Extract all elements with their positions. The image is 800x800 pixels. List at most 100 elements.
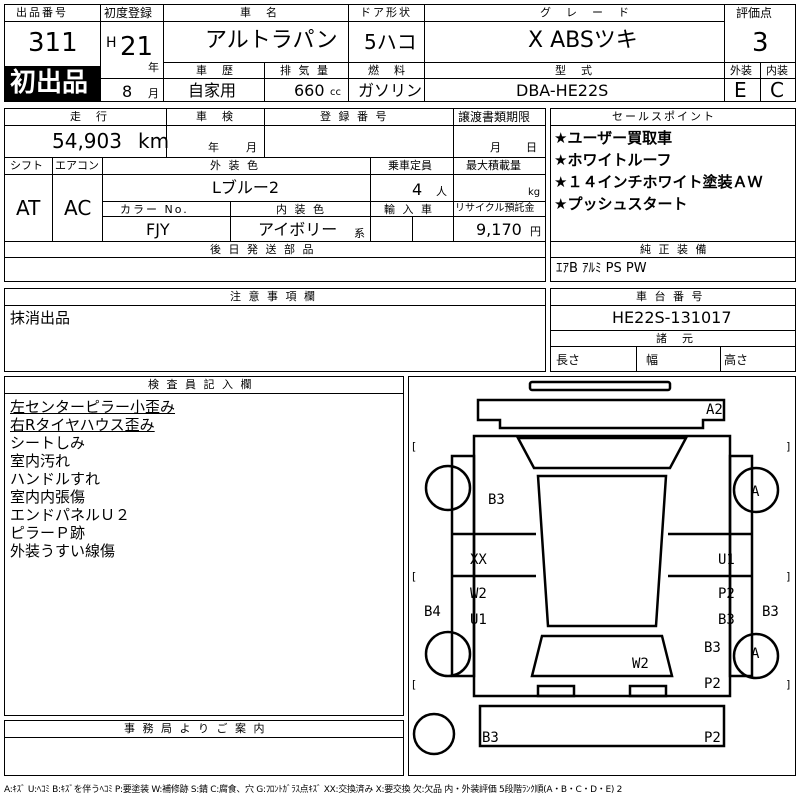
inspector-note: エンドパネルＵ２ [10,506,131,524]
load-label: 最大積載量 [466,159,521,172]
reg-era: H [106,35,117,51]
color-label: 外 装 色 [210,159,260,172]
damage-legend: A:ｷｽﾞ U:ﾍｺﾐ B:ｷｽﾞを伴うﾍｺﾐ P:要塗装 W:補修跡 S:錆 … [4,785,623,795]
load-unit: kg [528,187,541,198]
rear-window [530,634,674,678]
code-rear-left: B3 [482,730,499,746]
int-grade: C [770,78,784,102]
code-right-side: B3 [762,604,779,620]
transfer-label: 譲渡書類期限 [458,110,531,124]
code-right-rear-door-1: P2 [718,586,735,602]
code-rear-right-tire: A [751,646,760,662]
reg-month-unit: 月 [148,87,159,100]
inspector-note: 左センターピラー小歪み [10,398,176,416]
reg-year: 21 [120,32,154,62]
colorno-label: カラー No. [120,203,189,216]
capacity-label: 乗車定員 [388,159,432,172]
code-rear-right-panel-1: B3 [704,640,721,656]
code-rear-right-panel-2: P2 [704,676,721,692]
code-left-side: B4 [424,604,441,620]
lot-number: 311 [28,28,78,58]
chassis-label: 車 台 番 号 [636,290,705,303]
left-bracket-low: [ [412,678,416,691]
score-label: 評価点 [736,6,773,20]
windshield [515,436,689,470]
recycle-unit: 円 [530,225,541,238]
car-outline-diagram: [ ] [ ] [ ] [412,380,790,756]
lot-label: 出品番号 [16,6,68,19]
tire-front-left [424,464,472,512]
model-value: DBA-HE22S [516,81,609,100]
left-side-panel [450,454,476,678]
regno-label: 登 録 番 号 [320,110,389,123]
code-left-rear-door-2: U1 [470,612,487,628]
intcolor-suffix: 系 [354,227,365,240]
mileage-unit: km [138,129,170,153]
sales-item: ★１４インチホワイト塗装ＡＷ [554,173,763,191]
sales-label: セールスポイント [612,110,716,123]
intcolor-value: アイボリー [258,220,338,239]
sales-item: ★ホワイトルーフ [554,151,672,169]
capacity-unit: 人 [436,185,447,198]
inspector-note: 右Rタイヤハウス歪み [10,416,155,434]
code-roof: W2 [632,656,649,672]
ext-grade: E [734,78,747,102]
door-label: ドア形状 [360,6,412,19]
car-name: アルトラパン [205,28,338,53]
tire-rear-left [424,630,472,678]
right-bracket-low: ] [786,678,790,691]
code-front: A2 [706,402,723,418]
inspector-note: ハンドルすれ [10,470,101,488]
inspect-year: 年 [208,141,219,154]
spec-height: 高さ [724,353,749,367]
rear-plate [536,684,576,698]
inspector-note: シートしみ [10,434,86,452]
right-bracket-mid: ] [786,570,790,583]
left-bracket-mid: [ [412,570,416,583]
inspector-note: ピラーＰ跡 [10,524,86,542]
inspector-notes: 左センターピラー小歪み右Rタイヤハウス歪みシートしみ室内汚れハンドルすれ室内内張… [0,398,400,698]
inspector-note: 室内汚れ [10,452,71,470]
model-label: 型 式 [555,64,594,77]
rear-plate-2 [628,684,668,698]
first-listing-text: 初出品 [10,68,89,98]
notes-block [4,288,546,372]
ac-value: AC [64,196,92,220]
details-block [4,108,546,282]
inspector-note: 室内内張傷 [10,488,86,506]
grade-value: X ABSツキ [528,28,638,53]
name-label: 車 名 [240,6,279,19]
inspector-label: 検 査 員 記 入 欄 [148,378,254,391]
mileage-value: 54,903 [52,129,122,153]
sales-item: ★プッシュスタート [554,195,688,213]
inspect-label: 車 検 [196,110,235,123]
notes-value: 抹消出品 [10,309,71,327]
capacity-value: 4 [412,180,423,199]
disp-value: 660 [294,81,325,100]
equip-label: 純 正 装 備 [640,243,709,256]
front-bumper [528,380,672,392]
score-value: 3 [752,28,769,58]
fuel-value: ガソリン [358,81,423,100]
code-left-front-door: XX [470,552,487,568]
spec-label: 諸 元 [656,332,695,345]
tire-front-right [732,466,780,514]
spare-tire [412,712,456,756]
sales-item: ★ユーザー買取車 [554,129,673,147]
right-bracket-top: ] [786,440,790,453]
notes-label: 注 意 事 項 欄 [230,290,317,303]
recycle-label: リサイクル預託金 [455,203,535,214]
later-parts-label: 後 日 発 送 部 品 [210,243,316,256]
inspect-month: 月 [246,141,257,154]
intcolor-label: 内 装 色 [276,203,326,216]
recycle-value: 9,170 [476,220,522,239]
import-label: 輸 入 車 [384,203,434,216]
history-value: 自家用 [188,81,237,100]
shift-value: AT [16,196,41,220]
hood-outline [476,398,726,430]
color-value: Lブルー2 [212,178,280,197]
door-type: 5ハコ [364,30,417,54]
chassis-value: HE22S-131017 [612,308,732,327]
first-listing-badge [4,66,100,102]
spec-width: 幅 [646,353,659,367]
